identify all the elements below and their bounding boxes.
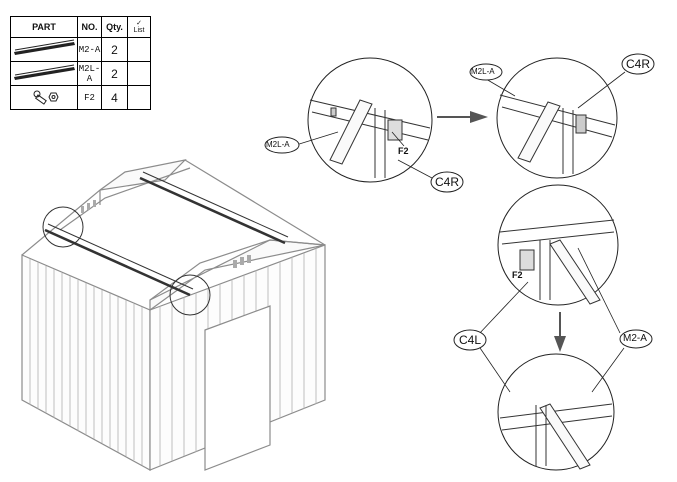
rail-m2a-icon	[14, 39, 75, 55]
detail-circle-4	[497, 353, 615, 471]
rail-m2la-icon	[14, 64, 75, 80]
label-m2la-top: M2L-A	[266, 140, 290, 149]
part-image-cell	[10, 61, 78, 86]
detail-circle-1	[307, 57, 433, 183]
part-image-cell	[10, 37, 78, 62]
label-bubbles	[264, 53, 655, 351]
label-f2-top: F2	[398, 146, 409, 156]
label-f2-mid: F2	[512, 270, 523, 280]
label-m2la-right: M2L-A	[471, 67, 495, 76]
header-list: ✓ List	[127, 16, 151, 38]
leader-lines	[295, 71, 626, 393]
label-c4l: C4L	[459, 333, 482, 347]
bolt-nut-icon	[33, 90, 59, 105]
label-m2a: M2-A	[623, 333, 647, 344]
part-number: M2-A	[77, 37, 102, 62]
label-c4r-top: C4R	[435, 175, 460, 189]
header-list-label: List	[133, 27, 145, 34]
detail-circle-3	[497, 184, 619, 306]
part-qty: 2	[101, 37, 128, 62]
table-row: F2 4	[10, 85, 151, 110]
check-mark-icon: ✓	[136, 20, 142, 27]
list-check-cell	[127, 85, 151, 110]
shed-illustration	[21, 159, 326, 472]
table-header-row: PART NO. Qty. ✓ List	[10, 16, 151, 38]
parts-list-table: PART NO. Qty. ✓ List M2-A 2	[10, 16, 151, 110]
detail-circle-2	[496, 57, 618, 179]
part-qty: 4	[101, 85, 128, 110]
arrow-right-icon	[437, 111, 488, 123]
arrow-down-icon	[554, 312, 566, 352]
label-c4r-right: C4R	[626, 57, 651, 71]
part-image-cell	[10, 85, 78, 110]
table-row: M2-A 2	[10, 37, 151, 62]
